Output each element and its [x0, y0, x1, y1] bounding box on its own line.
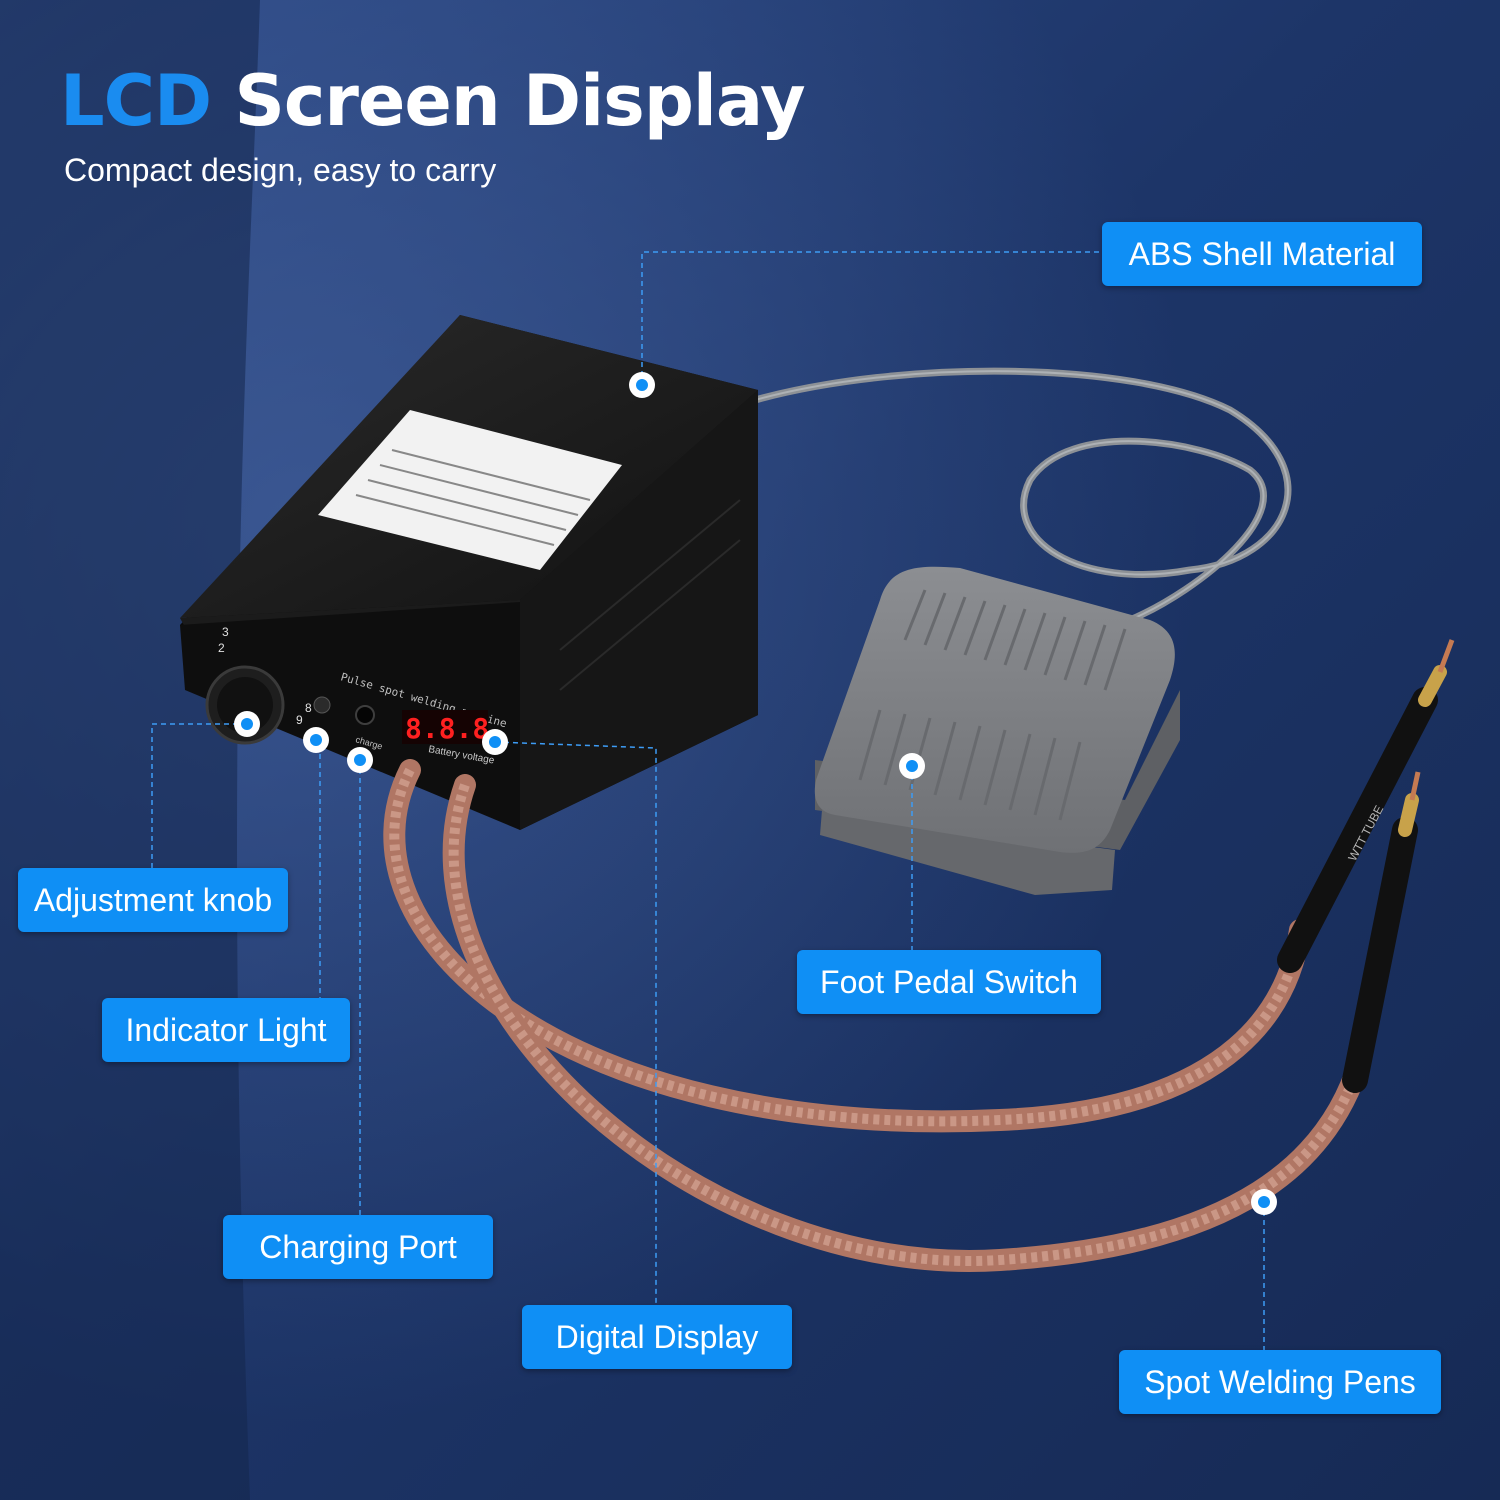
- callout-adjustment-knob: Adjustment knob: [18, 868, 288, 932]
- dial-number: 2: [218, 641, 225, 655]
- callout-welding-pens: Spot Welding Pens: [1119, 1350, 1441, 1414]
- title-accent: LCD: [60, 60, 212, 142]
- dial-number: 9: [296, 713, 303, 727]
- title-rest: Screen Display: [234, 60, 805, 142]
- foot-pedal: [814, 566, 1180, 895]
- subtitle: Compact design, easy to carry: [64, 152, 497, 188]
- page-title: LCD Screen Display: [60, 60, 806, 142]
- welding-cables: [383, 759, 1371, 1273]
- dial-number: 8: [305, 701, 312, 715]
- callout-markers: [234, 372, 1277, 1215]
- indicator-led: [313, 696, 331, 714]
- led-display: [402, 710, 488, 744]
- spot-welding-pens: [1277, 639, 1455, 1093]
- callout-indicator-light: Indicator Light: [102, 998, 350, 1062]
- instruction-label: [318, 410, 622, 570]
- dial-number: 3: [222, 625, 229, 639]
- callout-charging-port: Charging Port: [223, 1215, 493, 1279]
- callout-foot-pedal: Foot Pedal Switch: [797, 950, 1101, 1014]
- welder-device: [180, 315, 758, 830]
- pedal-cable: [751, 367, 1292, 624]
- charging-port[interactable]: [355, 705, 375, 725]
- callout-abs-shell: ABS Shell Material: [1102, 222, 1422, 286]
- callout-digital-display: Digital Display: [522, 1305, 792, 1369]
